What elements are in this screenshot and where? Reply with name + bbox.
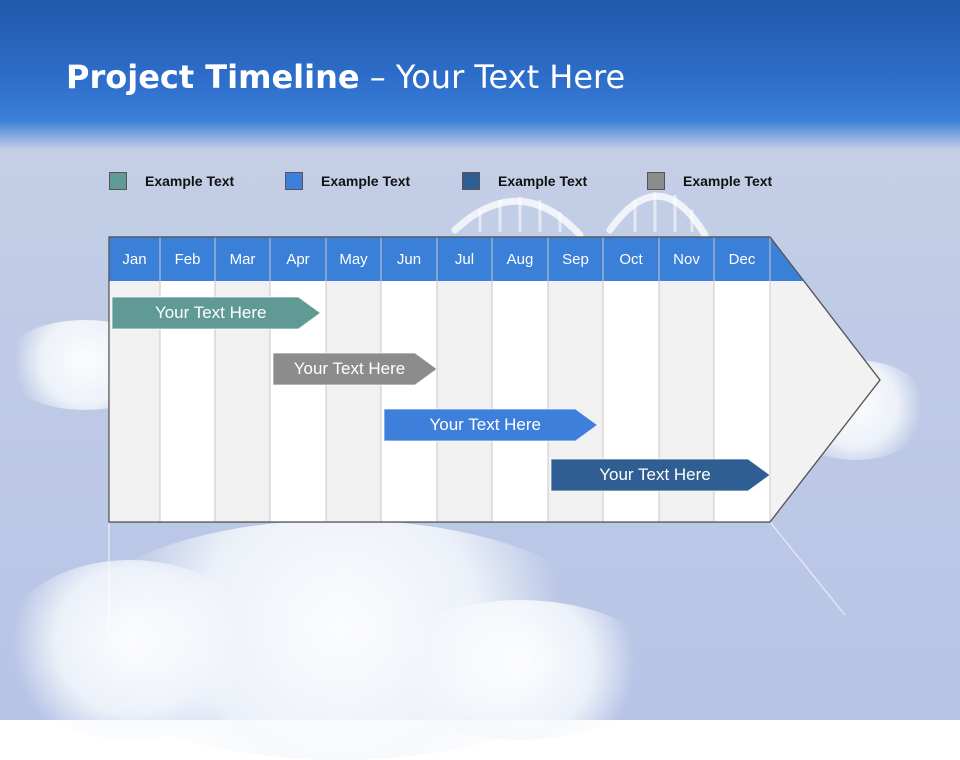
legend-swatch xyxy=(462,172,480,190)
month-column xyxy=(492,281,548,522)
legend-swatch xyxy=(285,172,303,190)
month-label: Nov xyxy=(673,251,700,268)
legend-label: Example Text xyxy=(145,173,235,189)
legend-item-3: Example Text xyxy=(462,170,587,192)
month-column xyxy=(326,281,381,522)
timeline-bar-label: Your Text Here xyxy=(599,465,711,484)
month-label: Aug xyxy=(507,251,534,268)
legend-item-4: Example Text xyxy=(647,170,772,192)
legend-item-2: Example Text xyxy=(285,170,410,192)
month-label: Apr xyxy=(286,251,309,268)
title-banner xyxy=(0,0,960,150)
page-title: Project Timeline – Your Text Here xyxy=(66,58,625,96)
month-label: May xyxy=(339,251,368,268)
timeline-bar xyxy=(272,352,438,386)
timeline-bar xyxy=(550,458,771,492)
legend-label: Example Text xyxy=(321,173,411,189)
month-column xyxy=(437,281,492,522)
month-label: Sep xyxy=(562,251,589,268)
month-column xyxy=(381,281,437,522)
legend-label: Example Text xyxy=(498,173,588,189)
month-label: Dec xyxy=(729,251,756,268)
timeline-chart: Jan Feb Mar Apr May Jun Jul Aug Sep Oct Nov Dec xyxy=(108,236,881,640)
legend-swatch xyxy=(647,172,665,190)
month-label: Jun xyxy=(397,251,421,268)
cloud-decoration xyxy=(0,560,260,740)
legend-swatch xyxy=(109,172,127,190)
month-label: Mar xyxy=(230,251,256,268)
legend-label: Example Text xyxy=(683,173,773,189)
page-title-bold: Project Timeline xyxy=(66,58,360,96)
page-title-rest: – Your Text Here xyxy=(359,58,626,96)
month-label: Jul xyxy=(455,251,474,268)
month-label: Jan xyxy=(122,251,146,268)
timeline-bar-label: Your Text Here xyxy=(154,303,267,322)
legend-item-1: Example Text xyxy=(109,170,234,192)
timeline-bar xyxy=(383,408,599,442)
timeline-bar xyxy=(111,296,322,330)
timeline-arrow-outline xyxy=(108,236,881,523)
month-label: Feb xyxy=(175,251,201,268)
dna-helix-image xyxy=(0,0,960,720)
month-label: Oct xyxy=(619,251,643,268)
timeline-bar-label: Your Text Here xyxy=(429,415,541,434)
timeline-reflection xyxy=(108,521,846,640)
month-header-band xyxy=(109,237,804,281)
cloud-decoration xyxy=(380,600,660,740)
timeline-bar-label: Your Text Here xyxy=(293,359,406,378)
